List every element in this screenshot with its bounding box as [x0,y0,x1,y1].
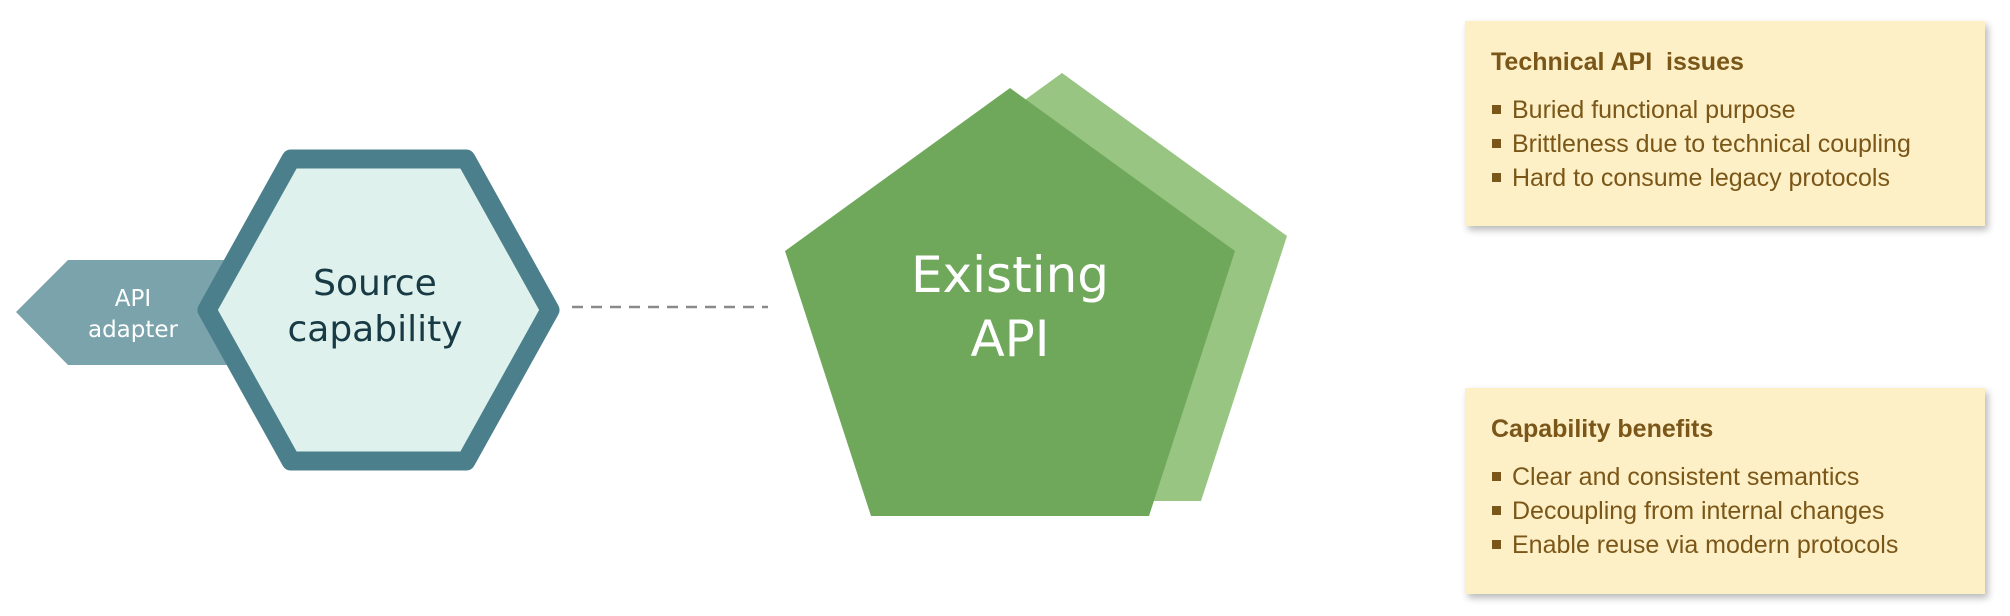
api-adapter-label-line1: API [115,286,151,312]
list-item: Clear and consistent semantics [1491,460,1959,494]
api-adapter-label-line2: adapter [88,317,179,343]
list-item: Decoupling from internal changes [1491,494,1959,528]
existing-api-pentagon [785,88,1235,516]
list-item: Buried functional purpose [1491,93,1959,127]
source-capability-label-line1: Source [313,263,437,304]
technical-api-issues-card: Technical API issues Buried functional p… [1465,21,1985,226]
capability-benefits-title: Capability benefits [1491,415,1714,443]
list-item: Brittleness due to technical coupling [1491,127,1959,161]
technical-api-issues-title: Technical API issues [1491,48,1744,76]
existing-api-label-line2: API [970,310,1049,368]
list-item: Enable reuse via modern protocols [1491,528,1959,562]
capability-benefits-list: Clear and consistent semantics Decouplin… [1491,460,1959,562]
api-adapter-shape [16,260,240,365]
source-capability-hexagon [197,149,560,471]
existing-api-label-line1: Existing [911,246,1109,304]
technical-api-issues-list: Buried functional purpose Brittleness du… [1491,93,1959,195]
list-item: Hard to consume legacy protocols [1491,161,1959,195]
source-capability-label-line2: capability [287,309,462,350]
capability-benefits-card: Capability benefits Clear and consistent… [1465,388,1985,594]
